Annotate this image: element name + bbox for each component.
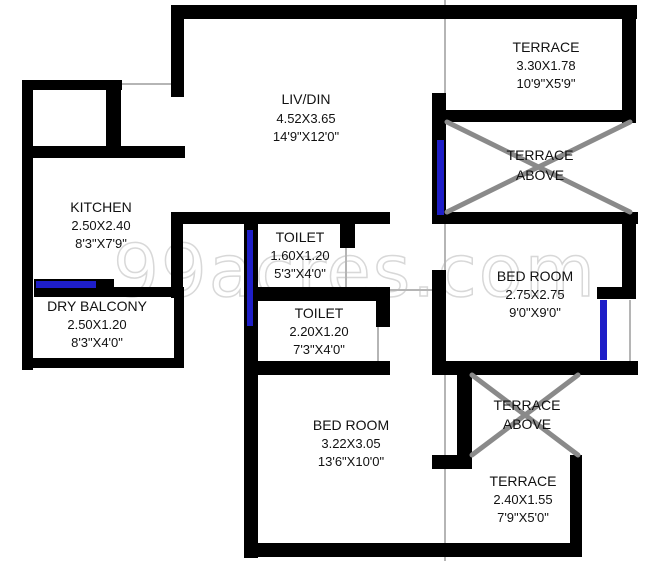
svg-text:7'9"X5'0": 7'9"X5'0" xyxy=(497,510,549,525)
svg-text:KITCHEN: KITCHEN xyxy=(70,199,131,215)
svg-text:13'6"X10'0": 13'6"X10'0" xyxy=(318,454,385,469)
svg-text:2.20X1.20: 2.20X1.20 xyxy=(289,324,348,339)
terrace-above-cross-2 xyxy=(469,372,581,458)
svg-text:7'3"X4'0": 7'3"X4'0" xyxy=(293,342,345,357)
svg-text:LIV/DIN: LIV/DIN xyxy=(281,91,330,107)
svg-text:ABOVE: ABOVE xyxy=(503,416,551,432)
svg-text:TERRACE: TERRACE xyxy=(507,147,574,163)
wall-toilet2-bottom xyxy=(258,361,390,375)
wall-lower-terrace-right xyxy=(570,455,582,557)
wall-liv-left-upper xyxy=(171,5,184,97)
wall-niche-right xyxy=(106,80,121,158)
wall-kitchen-left xyxy=(22,80,33,370)
walls xyxy=(22,5,638,558)
svg-text:2.40X1.55: 2.40X1.55 xyxy=(493,492,552,507)
room-toilet-1: TOILET 1.60X1.20 5'3"X4'0" xyxy=(270,229,329,281)
wall-bedroom-bottom xyxy=(432,361,638,375)
svg-text:14'9"X12'0": 14'9"X12'0" xyxy=(273,129,340,144)
wall-toilet1-stub xyxy=(340,224,355,248)
room-kitchen: KITCHEN 2.50X2.40 8'3"X7'9" xyxy=(70,199,131,251)
room-bed-room-2: BED ROOM 3.22X3.05 13'6"X10'0" xyxy=(313,417,389,469)
svg-text:TOILET: TOILET xyxy=(276,229,325,245)
wall-liv-bottom xyxy=(171,212,390,224)
wall-bedroom-left xyxy=(432,270,446,375)
wall-terrace-divider xyxy=(446,110,636,122)
svg-text:BED ROOM: BED ROOM xyxy=(313,417,389,433)
wall-bedroom-top xyxy=(432,212,638,224)
window-bedroom xyxy=(600,300,607,360)
wall-lower-terrace-stub xyxy=(432,455,472,469)
wall-kitchen-top xyxy=(22,146,185,158)
wall-bedroom-right xyxy=(622,224,636,298)
wall-bottom xyxy=(244,543,582,557)
svg-text:8'3"X4'0": 8'3"X4'0" xyxy=(71,335,123,350)
svg-text:4.52X3.65: 4.52X3.65 xyxy=(276,111,335,126)
wall-bedroom-window-top xyxy=(597,287,636,299)
svg-text:5'3"X4'0": 5'3"X4'0" xyxy=(274,266,326,281)
room-terrace-bottom: TERRACE 2.40X1.55 7'9"X5'0" xyxy=(490,473,557,525)
windows xyxy=(36,140,607,360)
wall-top xyxy=(171,5,637,19)
svg-text:DRY BALCONY: DRY BALCONY xyxy=(47,298,148,314)
svg-text:2.50X1.20: 2.50X1.20 xyxy=(67,317,126,332)
svg-text:TERRACE: TERRACE xyxy=(513,39,580,55)
wall-balcony-bottom xyxy=(22,358,184,368)
window-liv xyxy=(437,140,444,215)
svg-text:3.30X1.78: 3.30X1.78 xyxy=(516,58,575,73)
room-terrace-top: TERRACE 3.30X1.78 10'9"X5'9" xyxy=(513,39,580,91)
room-toilet-2: TOILET 2.20X1.20 7'3"X4'0" xyxy=(289,305,348,357)
wall-kitchen-right xyxy=(171,212,183,298)
svg-text:8'3"X7'9": 8'3"X7'9" xyxy=(75,236,127,251)
svg-text:9'0"X9'0": 9'0"X9'0" xyxy=(509,305,561,320)
wall-balcony-right xyxy=(174,287,184,359)
wall-toilet-divider xyxy=(258,287,390,301)
wall-toilet2-stub xyxy=(376,287,390,327)
room-bed-room-1: BED ROOM 2.75X2.75 9'0"X9'0" xyxy=(497,268,573,320)
room-liv-din: LIV/DIN 4.52X3.65 14'9"X12'0" xyxy=(273,91,340,144)
window-dry-balcony xyxy=(36,281,96,288)
window-toilet xyxy=(247,230,253,326)
svg-text:TOILET: TOILET xyxy=(295,305,344,321)
room-dry-balcony: DRY BALCONY 2.50X1.20 8'3"X4'0" xyxy=(47,298,148,350)
room-terrace-above-1: TERRACE ABOVE xyxy=(507,147,574,183)
svg-text:ABOVE: ABOVE xyxy=(516,167,564,183)
wall-lower-terrace-left xyxy=(457,375,472,465)
svg-text:TERRACE: TERRACE xyxy=(494,397,561,413)
svg-text:10'9"X5'9": 10'9"X5'9" xyxy=(516,76,575,91)
wall-balcony-top xyxy=(34,287,184,297)
svg-text:2.50X2.40: 2.50X2.40 xyxy=(71,218,130,233)
wall-right-upper xyxy=(622,5,636,123)
svg-text:2.75X2.75: 2.75X2.75 xyxy=(505,287,564,302)
wall-kitchen-niche-top xyxy=(22,80,122,90)
svg-text:TERRACE: TERRACE xyxy=(490,473,557,489)
terrace-above-cross-1 xyxy=(444,119,633,215)
svg-text:3.22X3.05: 3.22X3.05 xyxy=(321,436,380,451)
room-terrace-above-2: TERRACE ABOVE xyxy=(494,397,561,432)
svg-text:BED ROOM: BED ROOM xyxy=(497,268,573,284)
svg-text:1.60X1.20: 1.60X1.20 xyxy=(270,248,329,263)
